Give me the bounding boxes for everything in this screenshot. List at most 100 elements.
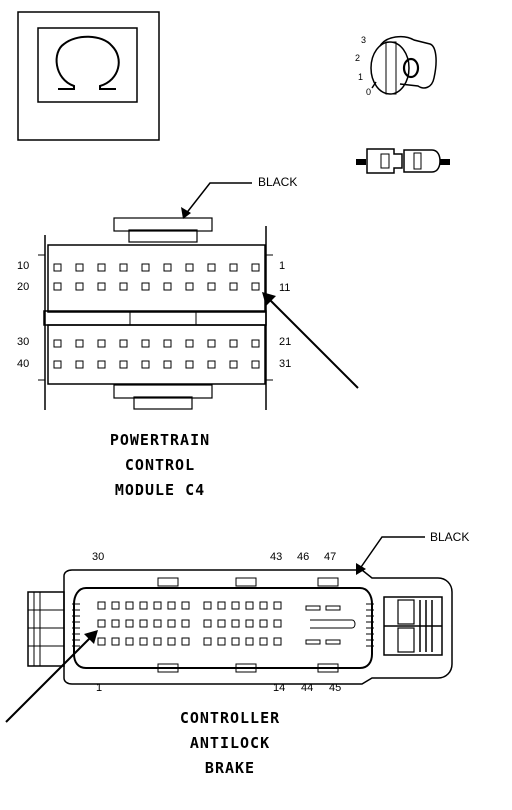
abs-cavity [245, 601, 254, 610]
abs-pin-label-44: 44 [301, 682, 314, 694]
abs-cavity [153, 637, 162, 646]
abs-cavity [139, 619, 148, 628]
abs-pin-label-46: 46 [297, 551, 310, 563]
abs-cavity [231, 637, 240, 646]
pcm-cavity [229, 360, 238, 369]
abs-cavity [259, 637, 268, 646]
pcm-pin-label-30: 30 [17, 336, 30, 348]
key-position-2: 2 [355, 53, 361, 63]
abs-cavity [231, 601, 240, 610]
pcm-cavity [207, 339, 216, 348]
abs-cavity [217, 619, 226, 628]
pcm-cavity [97, 263, 106, 272]
abs-cavity [181, 637, 190, 646]
abs-cavity [97, 619, 106, 628]
pcm-pin-label-1: 1 [279, 260, 286, 272]
abs-cavity [217, 601, 226, 610]
abs-cavity [111, 637, 120, 646]
pcm-pin-label-40: 40 [17, 358, 30, 370]
pcm-cavity [251, 282, 260, 291]
abs-cavity [273, 637, 282, 646]
key-position-3: 3 [361, 35, 367, 45]
pcm-pin-label-10: 10 [17, 260, 30, 272]
pcm-caption-line-3: MODULE C4 [114, 481, 206, 499]
abs-cavity [259, 601, 268, 610]
pcm-cavity [141, 339, 150, 348]
abs-cavity [97, 637, 106, 646]
abs-cavity [203, 619, 212, 628]
pcm-cavity [163, 282, 172, 291]
pcm-cavity [185, 360, 194, 369]
abs-cavity [181, 601, 190, 610]
abs-cavity [273, 619, 282, 628]
pcm-cavity [141, 360, 150, 369]
abs-cavity [245, 619, 254, 628]
abs-cavity [125, 619, 134, 628]
abs-cavity [167, 601, 176, 610]
abs-cavity [203, 601, 212, 610]
pcm-cavity [97, 360, 106, 369]
abs-cavity [97, 601, 106, 610]
pcm-cavity [75, 263, 84, 272]
pcm-cavity [141, 282, 150, 291]
abs-cavity [259, 619, 268, 628]
black-label-abs: BLACK [430, 530, 470, 544]
abs-pin-cavities [97, 601, 282, 646]
pcm-cavity [163, 339, 172, 348]
abs-cavity [203, 637, 212, 646]
pcm-caption-line-2: CONTROL [124, 456, 196, 474]
pcm-cavity [185, 339, 194, 348]
pcm-cavity [75, 282, 84, 291]
pcm-cavity [163, 263, 172, 272]
pcm-cavity [75, 339, 84, 348]
pcm-cavity [53, 339, 62, 348]
pcm-cavity [97, 339, 106, 348]
abs-cavity [125, 601, 134, 610]
abs-pin-label-43: 43 [270, 551, 283, 563]
pcm-cavity [119, 339, 128, 348]
abs-caption-line-3: BRAKE [204, 759, 256, 777]
pcm-pin-label-11: 11 [279, 282, 291, 294]
pcm-cavity [185, 282, 194, 291]
abs-cavity [245, 637, 254, 646]
pcm-cavity [207, 360, 216, 369]
pcm-caption-line-1: POWERTRAIN [109, 431, 211, 449]
abs-cavity [217, 637, 226, 646]
abs-cavity [139, 601, 148, 610]
pcm-cavity [141, 263, 150, 272]
key-position-1: 1 [358, 72, 364, 82]
pcm-cavity [185, 263, 194, 272]
pcm-c4-connector [38, 182, 359, 410]
pcm-cavity [119, 282, 128, 291]
key-position-0: 0 [366, 87, 372, 97]
abs-pin-label-45: 45 [329, 682, 342, 694]
pcm-cavity [119, 263, 128, 272]
pcm-cavity [251, 263, 260, 272]
pcm-pin-cavities [53, 263, 260, 369]
pcm-cavity [75, 360, 84, 369]
abs-caption-line-1: CONTROLLER [179, 709, 281, 727]
pcm-cavity [229, 263, 238, 272]
abs-controller-connector [5, 536, 453, 723]
abs-pin-label-30: 30 [92, 551, 105, 563]
abs-cavity [111, 601, 120, 610]
pcm-cavity [53, 282, 62, 291]
pcm-cavity [163, 360, 172, 369]
abs-pin-label-47: 47 [324, 551, 337, 563]
pcm-cavity [53, 360, 62, 369]
connector-icon [356, 148, 450, 174]
abs-cavity [231, 619, 240, 628]
abs-cavity [153, 619, 162, 628]
pcm-cavity [251, 360, 260, 369]
ignition-key-icon [370, 35, 437, 95]
pcm-cavity [207, 263, 216, 272]
pcm-cavity [229, 339, 238, 348]
pcm-pin-label-31: 31 [279, 358, 292, 370]
pcm-pin-label-20: 20 [17, 281, 30, 293]
abs-cavity [153, 601, 162, 610]
pcm-cavity [229, 282, 238, 291]
abs-pin-label-14: 14 [273, 682, 286, 694]
abs-cavity [125, 637, 134, 646]
abs-cavity [139, 637, 148, 646]
